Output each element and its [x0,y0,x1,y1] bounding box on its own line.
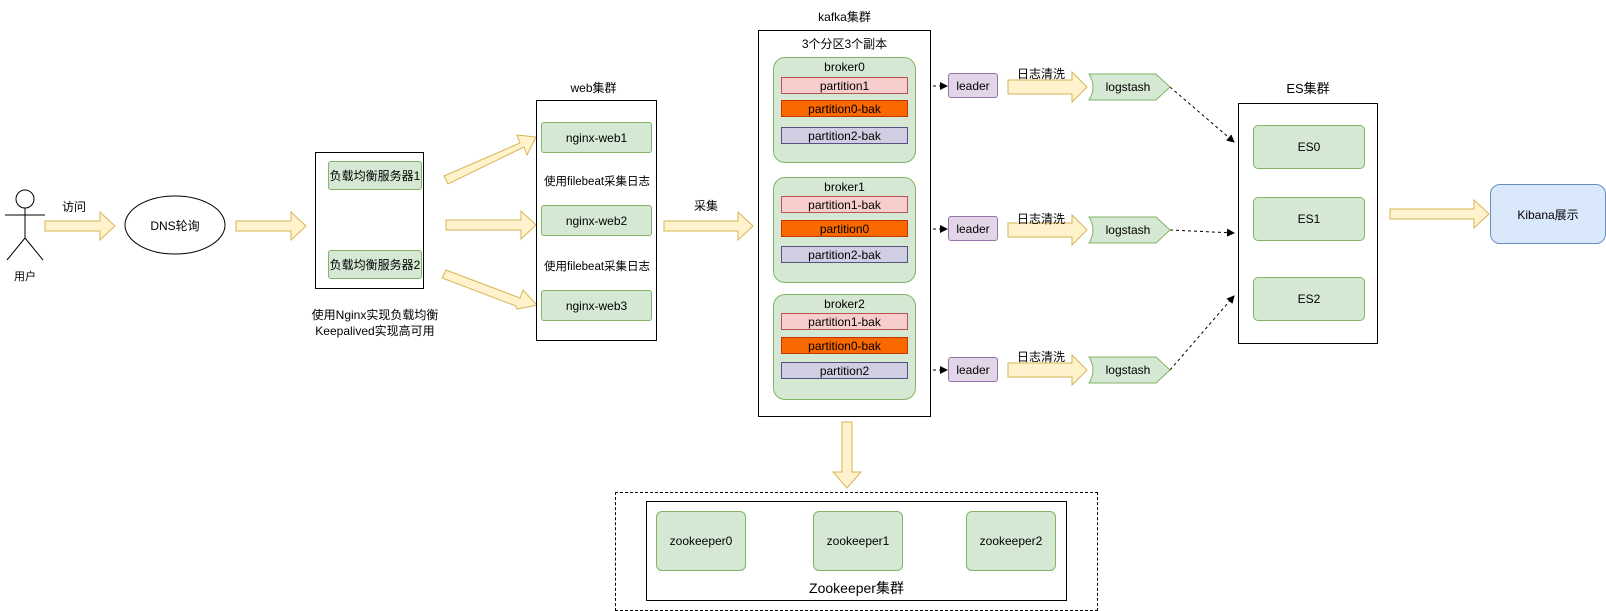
arrow-es-to-kibana [1389,198,1490,230]
broker1-partition2-bak: partition2-bak [781,246,908,263]
nginx-web3-node: nginx-web3 [541,290,652,321]
zookeeper-cluster-title: Zookeeper集群 [809,580,904,596]
broker1-partition1-bak: partition1-bak [781,196,908,213]
filebeat-note-1: 使用filebeat采集日志 [543,176,651,188]
dns-round-robin: DNS轮询 [150,218,200,233]
visit-edge-label: 访问 [62,200,87,214]
user-label: 用户 [14,271,36,283]
kibana-node: Kibana展示 [1490,184,1606,244]
dash-logstash0-to-es [1169,86,1235,143]
kafka-cluster-title: kafka集群 [818,10,871,24]
nginx-web2-node: nginx-web2 [541,205,652,236]
es0-node: ES0 [1253,125,1365,169]
arrow-lb-to-web1 [443,134,537,185]
arrow-kafka-to-zookeeper [831,421,863,489]
broker1-partition0: partition0 [781,220,908,237]
arrow-lb-to-web3 [441,269,538,310]
arrow-lb-to-web2 [445,209,537,241]
nginx-web1-node: nginx-web1 [541,122,652,153]
broker2-partition1-bak: partition1-bak [781,313,908,330]
dash-logstash2-to-es [1169,295,1235,371]
es-cluster-title: ES集群 [1286,81,1330,96]
clean-label-1: 日志清洗 [1017,212,1066,226]
lb-caption-line1: 使用Nginx实现负载均衡 [311,308,439,322]
lb-server-1: 负载均衡服务器1 [328,161,422,190]
leader-0: leader [948,73,998,98]
clean-label-2: 日志清洗 [1017,350,1066,364]
broker0-partition1: partition1 [781,77,908,94]
clean-label-0: 日志清洗 [1017,67,1066,81]
es1-node: ES1 [1253,197,1365,241]
filebeat-note-2: 使用filebeat采集日志 [543,261,651,273]
lb-caption-line2: Keepalived实现高可用 [315,324,435,338]
dash-logstash1-to-es [1169,228,1235,237]
logstash-0: logstash [1105,80,1151,94]
broker2-partition0-bak: partition0-bak [781,337,908,354]
user-stick-figure [5,189,45,261]
logstash-2: logstash [1105,363,1151,377]
zookeeper1-node: zookeeper1 [813,511,903,571]
broker0-partition0-bak: partition0-bak [781,100,908,117]
broker0-partition2-bak: partition2-bak [781,127,908,144]
logstash-shape-1 [1088,216,1171,244]
zookeeper0-node: zookeeper0 [656,511,746,571]
arrow-clean-0 [1007,70,1088,104]
arrow-web-to-kafka [663,210,754,242]
broker0-label: broker0 [824,60,865,74]
broker2-label: broker2 [824,297,865,311]
broker1-label: broker1 [824,180,865,194]
zookeeper2-node: zookeeper2 [966,511,1056,571]
dns-ellipse [124,195,226,255]
es2-node: ES2 [1253,277,1365,321]
arrow-user-to-dns [44,210,116,242]
arrow-dns-to-lb [235,210,307,242]
web-cluster-title: web集群 [570,81,617,95]
logstash-1: logstash [1105,223,1151,237]
arrow-clean-1 [1007,213,1088,247]
logstash-shape-2 [1088,356,1171,384]
leader-1: leader [948,216,998,241]
broker2-partition2: partition2 [781,362,908,379]
kafka-subtitle: 3个分区3个副本 [801,37,888,51]
collect-edge-label: 采集 [694,199,719,213]
lb-server-2: 负载均衡服务器2 [328,250,422,279]
leader-2: leader [948,357,998,382]
logstash-shape-0 [1088,73,1171,101]
arrow-clean-2 [1007,353,1088,387]
